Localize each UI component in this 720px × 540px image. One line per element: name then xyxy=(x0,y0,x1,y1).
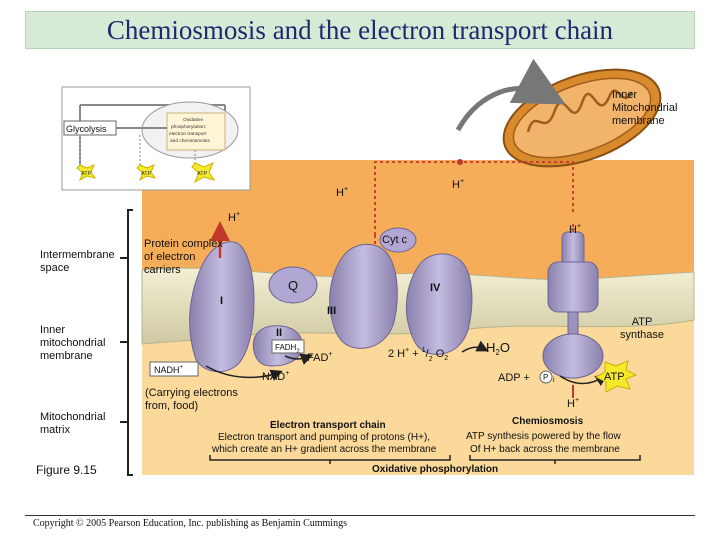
left-bracket xyxy=(120,209,133,476)
etc-caption-title: Electron transport chain xyxy=(270,420,386,431)
inset-atp-text-2: ATP xyxy=(141,171,152,177)
chemiosmosis-caption-line2: Of H+ back across the membrane xyxy=(470,444,620,455)
inset-oxphos-label-4: and chemiosmosis xyxy=(170,138,210,144)
h-plus-4: H+ xyxy=(569,223,581,236)
svg-text:NADH+: NADH+ xyxy=(154,365,184,375)
inset-oxphos-box xyxy=(166,112,226,151)
cytochrome-c xyxy=(379,227,417,253)
inset-overview: Glycolysis Oxidative phosphorylation: el… xyxy=(61,86,251,191)
footer-divider xyxy=(25,515,695,516)
inset-glycolysis-label: Glycolysis xyxy=(66,124,107,134)
svg-text:P: P xyxy=(543,373,548,382)
water-equation: 2 H+ + 1/2 O2 xyxy=(388,347,448,363)
copyright: Copyright © 2005 Pearson Education, Inc.… xyxy=(33,518,347,529)
bottom-braces xyxy=(209,455,641,464)
inset-oxphos-label-2: phosphorylation: xyxy=(171,124,206,130)
inset-atp-2 xyxy=(136,164,157,182)
intermembrane-space-label: Intermembrane space xyxy=(40,249,115,274)
atp-burst: ATP xyxy=(594,360,638,393)
nadh-box: NADH+ xyxy=(149,361,199,377)
complex-4 xyxy=(405,253,473,355)
title-bar: Chemiosmosis and the electron transport … xyxy=(25,11,695,49)
carrying-electrons-label: (Carrying electrons from, food) xyxy=(145,387,238,412)
h-plus-3: H+ xyxy=(452,178,464,191)
svg-text:i: i xyxy=(553,377,555,384)
oxphos-caption: Oxidative phosphorylation xyxy=(372,464,498,475)
q-label: Q xyxy=(288,278,298,293)
mito-matrix-label: Mitochondrial matrix xyxy=(40,411,106,436)
complex-1-label: I xyxy=(220,295,223,307)
nad-label: NAD+ xyxy=(262,370,289,383)
complex-2-label: II xyxy=(276,327,282,339)
svg-text:FADH2: FADH2 xyxy=(275,343,300,355)
etc-caption-line1: Electron transport and pumping of proton… xyxy=(218,432,430,443)
etc-caption-line2: which create an H+ gradient across the m… xyxy=(211,444,437,455)
chemiosmosis-caption-line1: ATP synthesis powered by the flow xyxy=(466,431,621,442)
mitochondrion-illustration xyxy=(455,58,662,168)
complex-1 xyxy=(189,221,255,373)
inner-membrane-callout: Inner Mitochondrial membrane xyxy=(612,89,678,127)
page-title: Chemiosmosis and the electron transport … xyxy=(106,14,614,45)
fadh2-box: FADH2 xyxy=(271,339,305,355)
atp-synthase xyxy=(542,231,604,379)
svg-text:ATP: ATP xyxy=(604,371,625,383)
inset-atp-1 xyxy=(76,164,97,182)
complex-4-label: IV xyxy=(430,282,441,294)
complex-3-label: III xyxy=(327,305,336,317)
inset-oxphos-label-1: Oxidative xyxy=(183,117,203,123)
inset-atp-text-3: ATP xyxy=(197,171,208,177)
h-plus-5: H+ xyxy=(567,397,579,410)
cyt-c-label: Cyt c xyxy=(382,234,408,246)
h-plus-2: H+ xyxy=(336,186,348,199)
pi-circle: P i xyxy=(539,370,555,384)
figure-label: Figure 9.15 xyxy=(36,463,97,477)
inset-atp-text-1: ATP xyxy=(81,171,92,177)
h-plus-1: H+ xyxy=(228,211,240,224)
inset-oxphos-label-3: electron transport xyxy=(169,131,207,137)
water-arrow xyxy=(461,340,489,353)
chemiosmosis-caption-title: Chemiosmosis xyxy=(512,416,584,427)
fadh2-to-fad-arrow xyxy=(284,353,313,365)
nadh-to-nad-arrow xyxy=(205,365,283,381)
inner-mito-membrane-label: Inner mitochondrial membrane xyxy=(40,324,106,362)
ubiquinone-q xyxy=(268,266,318,304)
h-plus-labels: H+ H+ H+ H+ H+ xyxy=(228,178,581,410)
atp-synthase-label: ATP synthase xyxy=(620,316,665,341)
inset-atp-3 xyxy=(191,162,216,184)
fad-label: FAD+ xyxy=(307,351,333,364)
adp-label: ADP + xyxy=(498,372,530,384)
complex-3 xyxy=(329,244,398,349)
h2o-label: H2O xyxy=(486,340,510,357)
protein-complex-label: Protein complex of electron carriers xyxy=(144,238,223,276)
